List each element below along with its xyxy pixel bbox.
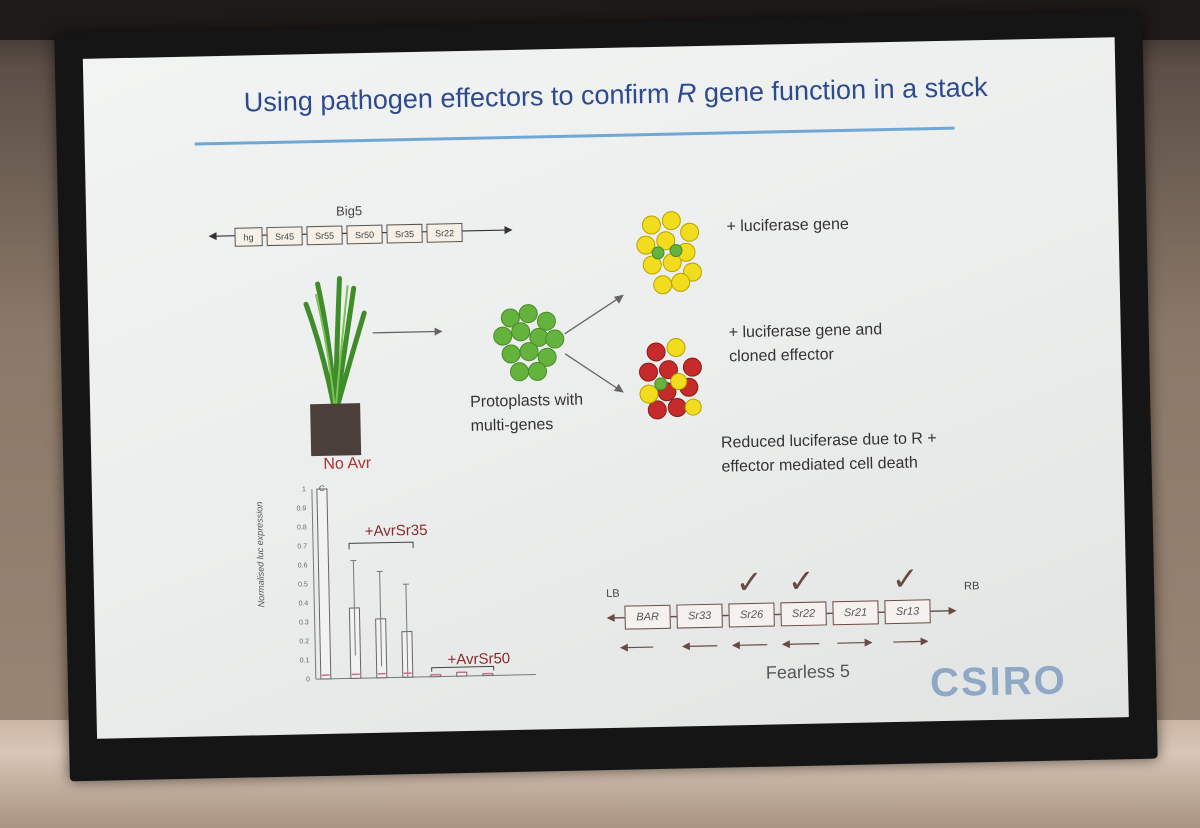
projection-screen: Using pathogen effectors to confirm R ge… (54, 10, 1158, 782)
big5-gene-box: Sr55 (306, 225, 343, 246)
fearless-gene-box: Sr26 (728, 602, 775, 628)
rb-label: RB (963, 580, 980, 593)
big5-gene-box: hg (234, 227, 263, 247)
checkmark-icon: ✓ (735, 563, 764, 601)
error-bar (352, 560, 356, 656)
fearless-gene-box: Sr13 (884, 599, 931, 625)
big5-gene-box: Sr45 (266, 226, 303, 247)
bar-c-label: C (319, 484, 325, 493)
green-protoplast-cluster (493, 304, 565, 382)
fearless-5-label: Fearless 5 (765, 660, 851, 683)
y-tick-label: 0.3 (299, 619, 309, 626)
slide-title: Using pathogen effectors to confirm R ge… (243, 71, 988, 118)
y-tick-label: 0.2 (299, 638, 309, 645)
checkmark-icon: ✓ (787, 562, 816, 600)
avrsr50-bracket (431, 665, 495, 672)
csiro-logo: CSIRO (929, 658, 1068, 706)
bar (316, 488, 332, 680)
y-tick-label: 1 (302, 486, 306, 493)
y-tick-label: 0.6 (298, 562, 308, 569)
big5-gene-box: Sr50 (346, 224, 383, 245)
avrsr35-bracket (348, 541, 414, 550)
fearless-gene-box: Sr21 (832, 600, 879, 626)
checkmark-icon: ✓ (891, 560, 920, 598)
y-axis-label: Normalised luc expression (254, 501, 267, 608)
big5-gene-box: Sr35 (386, 223, 423, 244)
fearless-gene-box: Sr33 (676, 603, 723, 629)
outcome-luciferase: + luciferase gene (726, 215, 849, 236)
error-bar (405, 584, 409, 678)
y-tick-label: 0.1 (300, 657, 310, 664)
yellow-cell-cluster (636, 211, 702, 295)
fearless-gene-box: BAR (624, 604, 671, 630)
plant-icon (303, 276, 367, 457)
y-axis (311, 489, 317, 680)
y-tick-label: 0.8 (297, 524, 307, 531)
y-tick-label: 0.7 (297, 543, 307, 550)
error-bar (379, 571, 383, 667)
arrow-to-protoplasts (372, 327, 443, 336)
title-rule (194, 126, 955, 146)
luc-bar-chart: 0 0.1 0.2 0.3 0.4 0.5 0.6 0.7 0.8 0.9 1 C (296, 484, 536, 683)
fearless-gene-box: Sr22 (780, 601, 827, 627)
mixed-cell-cluster (639, 338, 702, 420)
outcome-cell-death: Reduced luciferase due to R +effector me… (720, 430, 937, 476)
y-tick-label: 0 (306, 676, 310, 683)
y-tick-label: 0.9 (296, 505, 306, 512)
slide: Using pathogen effectors to confirm R ge… (82, 37, 1129, 739)
big5-gene-box: Sr22 (426, 222, 463, 243)
x-axis (315, 674, 536, 680)
y-tick-label: 0.4 (298, 600, 308, 607)
branch-arrows (564, 294, 624, 393)
y-tick-label: 0.5 (298, 581, 308, 588)
no-avr-label: No Avr (323, 454, 372, 473)
